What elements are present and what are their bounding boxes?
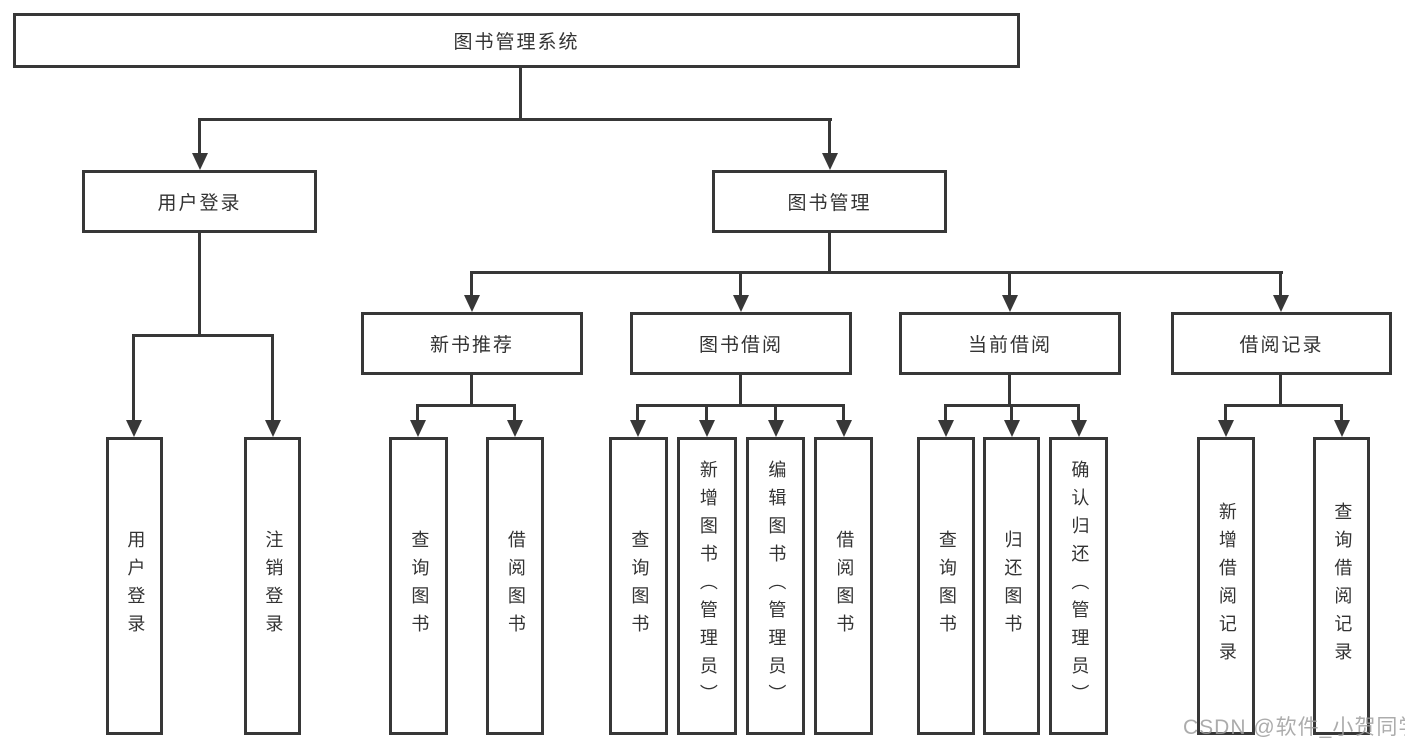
- node-leaf-add-book-admin: 新增图书（管理员）: [677, 437, 737, 735]
- arrow-down-icon: [464, 295, 480, 312]
- arrow-down-icon: [733, 295, 749, 312]
- connector-records-stem: [1279, 373, 1282, 407]
- connector-root-to-login-stem: [198, 118, 201, 158]
- connector-to-records-stem: [1279, 271, 1282, 299]
- node-label: 确认归还（管理员）: [1069, 460, 1090, 712]
- arrow-down-icon: [1334, 420, 1350, 437]
- node-leaf-query-books-2: 查询图书: [609, 437, 668, 735]
- connector-recommend-leaf1-stem: [416, 404, 419, 426]
- node-label: 新增图书（管理员）: [697, 460, 718, 712]
- arrow-down-icon: [699, 420, 715, 437]
- connector-borrow-stem: [739, 373, 742, 407]
- node-borrow-records: 借阅记录: [1171, 312, 1392, 375]
- node-leaf-query-books-3: 查询图书: [917, 437, 975, 735]
- node-label: 查询借阅记录: [1332, 502, 1353, 670]
- node-leaf-query-books-1: 查询图书: [389, 437, 448, 735]
- arrow-down-icon: [822, 153, 838, 170]
- connector-records-branch: [1224, 404, 1343, 407]
- node-leaf-borrow-books-2: 借阅图书: [814, 437, 873, 735]
- connector-root-to-manage-stem: [828, 118, 831, 158]
- arrow-down-icon: [768, 420, 784, 437]
- node-label: 查询图书: [936, 530, 957, 642]
- node-root: 图书管理系统: [13, 13, 1020, 68]
- node-label: 借阅图书: [834, 530, 855, 642]
- arrow-down-icon: [1273, 295, 1289, 312]
- connector-login-leaf2-stem: [271, 334, 274, 424]
- node-current-borrow: 当前借阅: [899, 312, 1121, 375]
- arrow-down-icon: [507, 420, 523, 437]
- node-book-borrow: 图书借阅: [630, 312, 852, 375]
- connector-recommend-leaf2-stem: [513, 404, 516, 426]
- arrow-down-icon: [1071, 420, 1087, 437]
- node-leaf-user-login: 用户登录: [106, 437, 163, 735]
- connector-current-leaf1-stem: [944, 404, 947, 426]
- connector-to-current-stem: [1008, 271, 1011, 299]
- arrow-down-icon: [126, 420, 142, 437]
- connector-root-stem: [519, 66, 522, 121]
- arrow-down-icon: [836, 420, 852, 437]
- connector-to-borrow-stem: [739, 271, 742, 299]
- node-label: 编辑图书（管理员）: [766, 460, 787, 712]
- connector-borrow-leaf2-stem: [705, 404, 708, 426]
- node-leaf-add-borrow-record: 新增借阅记录: [1197, 437, 1255, 735]
- node-label: 新增借阅记录: [1216, 502, 1237, 670]
- node-label: 借阅图书: [505, 530, 526, 642]
- node-new-book-recommend: 新书推荐: [361, 312, 583, 375]
- connector-borrow-leaf1-stem: [636, 404, 639, 426]
- connector-root-branch: [198, 118, 832, 121]
- node-leaf-edit-book-admin: 编辑图书（管理员）: [746, 437, 805, 735]
- connector-manage-stem: [828, 231, 831, 274]
- node-label: 查询图书: [629, 530, 650, 642]
- node-leaf-logout: 注销登录: [244, 437, 301, 735]
- connector-login-stem: [198, 231, 201, 337]
- arrow-down-icon: [192, 153, 208, 170]
- connector-borrow-leaf3-stem: [774, 404, 777, 426]
- connector-borrow-leaf4-stem: [842, 404, 845, 426]
- arrow-down-icon: [1218, 420, 1234, 437]
- connector-borrow-branch: [636, 404, 845, 407]
- node-label: 归还图书: [1002, 530, 1023, 642]
- arrow-down-icon: [410, 420, 426, 437]
- node-book-manage: 图书管理: [712, 170, 947, 233]
- connector-records-leaf2-stem: [1340, 404, 1343, 426]
- arrow-down-icon: [630, 420, 646, 437]
- arrow-down-icon: [265, 420, 281, 437]
- connector-login-branch: [132, 334, 274, 337]
- node-leaf-return-book: 归还图书: [983, 437, 1040, 735]
- node-user-login: 用户登录: [82, 170, 317, 233]
- connector-current-stem: [1008, 373, 1011, 407]
- node-leaf-query-borrow-record: 查询借阅记录: [1313, 437, 1370, 735]
- connector-current-leaf3-stem: [1077, 404, 1080, 426]
- node-leaf-confirm-return-admin: 确认归还（管理员）: [1049, 437, 1108, 735]
- connector-to-recommend-stem: [470, 271, 473, 299]
- node-label: 用户登录: [125, 530, 146, 642]
- csdn-watermark: CSDN @软件_小贺同学: [1183, 716, 1405, 739]
- connector-current-leaf2-stem: [1010, 404, 1013, 426]
- node-label: 注销登录: [263, 530, 284, 642]
- node-label: 查询图书: [409, 530, 430, 642]
- connector-recommend-stem: [470, 373, 473, 407]
- arrow-down-icon: [1004, 420, 1020, 437]
- arrow-down-icon: [1002, 295, 1018, 312]
- connector-recommend-branch: [416, 404, 516, 407]
- connector-login-leaf1-stem: [132, 334, 135, 424]
- arrow-down-icon: [938, 420, 954, 437]
- connector-manage-branch: [470, 271, 1283, 274]
- connector-records-leaf1-stem: [1224, 404, 1227, 426]
- node-leaf-borrow-books-1: 借阅图书: [486, 437, 544, 735]
